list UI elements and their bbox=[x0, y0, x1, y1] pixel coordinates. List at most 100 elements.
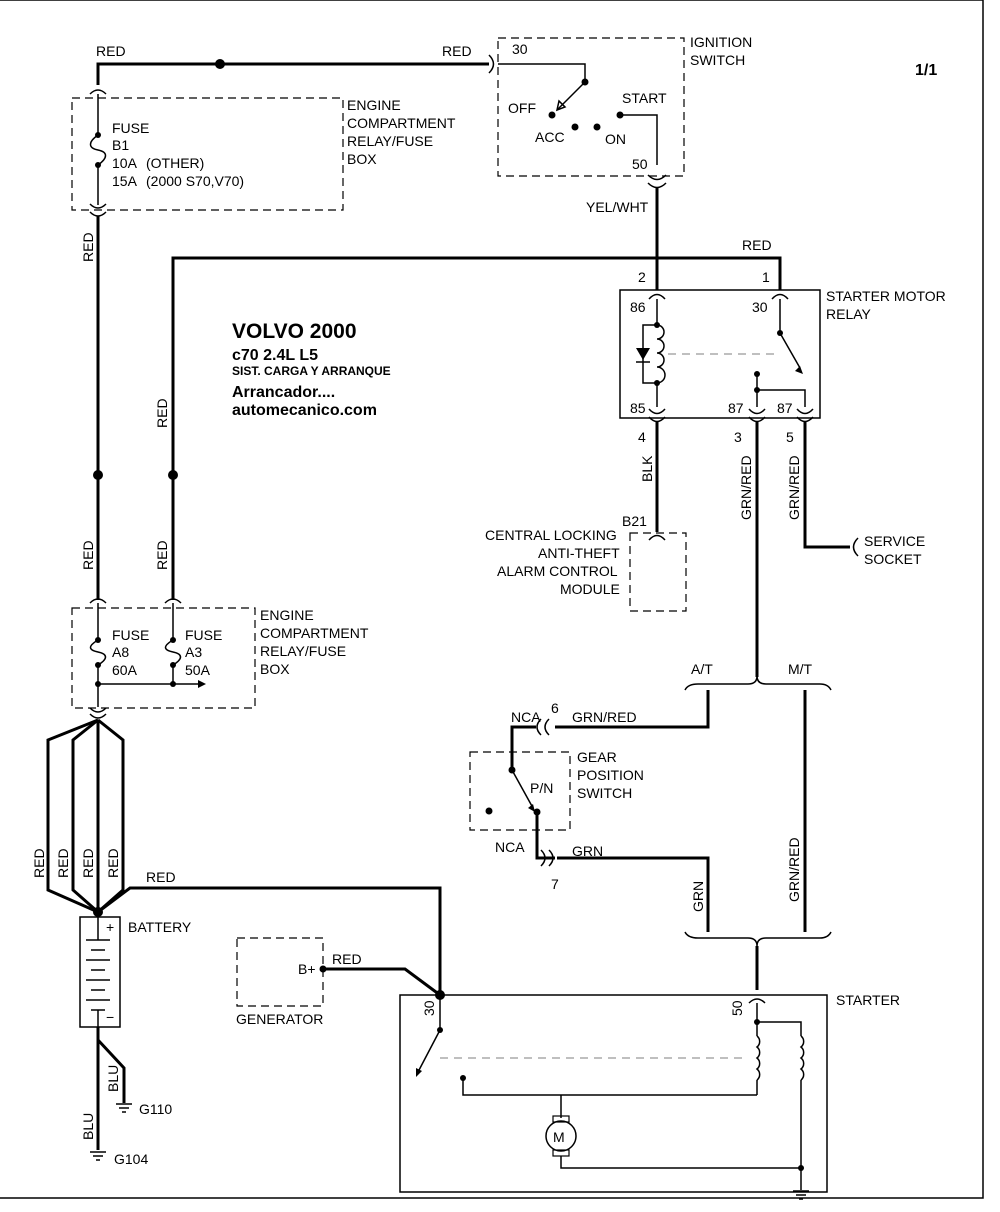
svg-text:30: 30 bbox=[512, 41, 528, 57]
svg-text:15A: 15A bbox=[112, 173, 138, 189]
svg-text:NCA: NCA bbox=[495, 839, 525, 855]
svg-text:A8: A8 bbox=[112, 644, 129, 660]
svg-text:(OTHER): (OTHER) bbox=[146, 155, 204, 171]
wire-label: GRN/RED bbox=[738, 455, 754, 520]
svg-text:BOX: BOX bbox=[260, 661, 290, 677]
svg-text:SWITCH: SWITCH bbox=[690, 52, 745, 68]
svg-text:ENGINE: ENGINE bbox=[260, 607, 314, 623]
starter-motor-relay: STARTER MOTOR RELAY 2 1 86 30 85 87 87 4… bbox=[619, 269, 946, 445]
wire-label: GRN bbox=[690, 881, 706, 912]
svg-text:A/T: A/T bbox=[691, 661, 713, 677]
svg-text:5: 5 bbox=[786, 429, 794, 445]
svg-text:50: 50 bbox=[729, 1000, 745, 1016]
wire-label: RED bbox=[154, 540, 170, 570]
wire-label: YEL/WHT bbox=[586, 199, 649, 215]
wire-label: RED bbox=[96, 43, 126, 59]
wire-label: BLU bbox=[80, 1113, 96, 1140]
svg-text:RELAY/FUSE: RELAY/FUSE bbox=[260, 643, 346, 659]
ground-g104: G104 bbox=[90, 1151, 148, 1167]
svg-text:SWITCH: SWITCH bbox=[577, 785, 632, 801]
svg-text:2: 2 bbox=[638, 269, 646, 285]
svg-text:−: − bbox=[106, 1009, 114, 1025]
svg-text:ACC: ACC bbox=[535, 129, 565, 145]
svg-text:FUSE: FUSE bbox=[112, 627, 149, 643]
svg-text:G110: G110 bbox=[139, 1101, 172, 1117]
svg-text:4: 4 bbox=[638, 429, 646, 445]
svg-text:COMPARTMENT: COMPARTMENT bbox=[260, 625, 369, 641]
central-locking-module: B21 CENTRAL LOCKING ANTI-THEFT ALARM CON… bbox=[485, 513, 687, 612]
svg-text:ENGINE: ENGINE bbox=[347, 97, 401, 113]
svg-text:30: 30 bbox=[752, 299, 768, 315]
generator: GENERATOR B+ bbox=[236, 937, 324, 1027]
wire-label: RED bbox=[80, 232, 96, 262]
svg-text:85: 85 bbox=[630, 400, 646, 416]
svg-text:BOX: BOX bbox=[347, 151, 377, 167]
svg-text:50: 50 bbox=[632, 156, 648, 172]
wire-label: GRN bbox=[572, 843, 603, 859]
svg-text:50A: 50A bbox=[185, 662, 211, 678]
battery: + − BATTERY bbox=[79, 916, 192, 1028]
title-system: SIST. CARGA Y ARRANQUE bbox=[232, 364, 391, 378]
title-site: automecanico.com bbox=[232, 402, 377, 419]
svg-text:B1: B1 bbox=[112, 137, 129, 153]
wire-label: RED bbox=[146, 869, 176, 885]
wire-label: RED bbox=[442, 43, 472, 59]
svg-text:86: 86 bbox=[630, 299, 646, 315]
svg-text:B+: B+ bbox=[298, 961, 316, 977]
service-socket: SERVICE SOCKET bbox=[852, 533, 925, 567]
gear-position-switch: GEAR POSITION SWITCH P/N bbox=[469, 749, 644, 831]
wire-label: RED bbox=[332, 951, 362, 967]
svg-text:COMPARTMENT: COMPARTMENT bbox=[347, 115, 456, 131]
page-number: 1/1 bbox=[915, 62, 937, 79]
svg-text:G104: G104 bbox=[114, 1151, 148, 1167]
svg-text:FUSE: FUSE bbox=[185, 627, 222, 643]
svg-text:BATTERY: BATTERY bbox=[128, 919, 192, 935]
wire-label: GRN/RED bbox=[786, 455, 802, 520]
svg-text:START: START bbox=[622, 90, 667, 106]
svg-text:M: M bbox=[553, 1129, 565, 1145]
svg-text:60A: 60A bbox=[112, 662, 138, 678]
svg-text:A3: A3 bbox=[185, 644, 202, 660]
svg-text:1: 1 bbox=[762, 269, 770, 285]
starter: STARTER 30 50 M bbox=[399, 990, 900, 1200]
title-model: c70 2.4L L5 bbox=[232, 347, 318, 364]
title-subject: Arrancador.... bbox=[232, 384, 335, 401]
svg-text:NCA: NCA bbox=[511, 709, 541, 725]
fuse-box-top: ENGINE COMPARTMENT RELAY/FUSE BOX FUSE B… bbox=[71, 89, 456, 217]
svg-text:3: 3 bbox=[734, 429, 742, 445]
svg-text:STARTER MOTOR: STARTER MOTOR bbox=[826, 288, 946, 304]
wire-label: RED bbox=[154, 398, 170, 428]
svg-text:SOCKET: SOCKET bbox=[864, 551, 922, 567]
svg-text:6: 6 bbox=[551, 700, 559, 716]
svg-text:P/N: P/N bbox=[530, 780, 553, 796]
svg-text:7: 7 bbox=[551, 876, 559, 892]
svg-text:STARTER: STARTER bbox=[836, 992, 900, 1008]
title-block: VOLVO 2000 c70 2.4L L5 SIST. CARGA Y ARR… bbox=[232, 320, 391, 419]
wire-label: RED bbox=[742, 237, 772, 253]
title-make-year: VOLVO 2000 bbox=[232, 320, 357, 343]
wire-label: GRN/RED bbox=[786, 837, 802, 902]
wire-label: BLU bbox=[105, 1065, 121, 1092]
svg-text:IGNITION: IGNITION bbox=[690, 34, 752, 50]
svg-text:M/T: M/T bbox=[788, 661, 813, 677]
svg-text:+: + bbox=[106, 919, 114, 935]
svg-text:(2000 S70,V70): (2000 S70,V70) bbox=[146, 173, 244, 189]
fuse-box-bottom: ENGINE COMPARTMENT RELAY/FUSE BOX FUSE A… bbox=[71, 598, 369, 719]
svg-text:FUSE: FUSE bbox=[112, 120, 149, 136]
svg-text:GEAR: GEAR bbox=[577, 749, 617, 765]
wire-label: BLK bbox=[639, 455, 655, 482]
wire-label: GRN/RED bbox=[572, 709, 637, 725]
svg-text:ANTI-THEFT: ANTI-THEFT bbox=[538, 545, 620, 561]
svg-text:RED: RED bbox=[105, 848, 121, 878]
svg-text:MODULE: MODULE bbox=[560, 581, 620, 597]
svg-text:CENTRAL LOCKING: CENTRAL LOCKING bbox=[485, 527, 617, 543]
svg-text:RED: RED bbox=[80, 848, 96, 878]
svg-text:ON: ON bbox=[605, 131, 626, 147]
ignition-switch: IGNITION SWITCH 30 50 OFF ACC ON START bbox=[497, 34, 752, 177]
battery-cable-bundle: RED RED RED RED bbox=[31, 718, 125, 917]
svg-text:GENERATOR: GENERATOR bbox=[236, 1011, 323, 1027]
svg-text:POSITION: POSITION bbox=[577, 767, 644, 783]
svg-text:87: 87 bbox=[777, 400, 793, 416]
svg-text:RELAY/FUSE: RELAY/FUSE bbox=[347, 133, 433, 149]
